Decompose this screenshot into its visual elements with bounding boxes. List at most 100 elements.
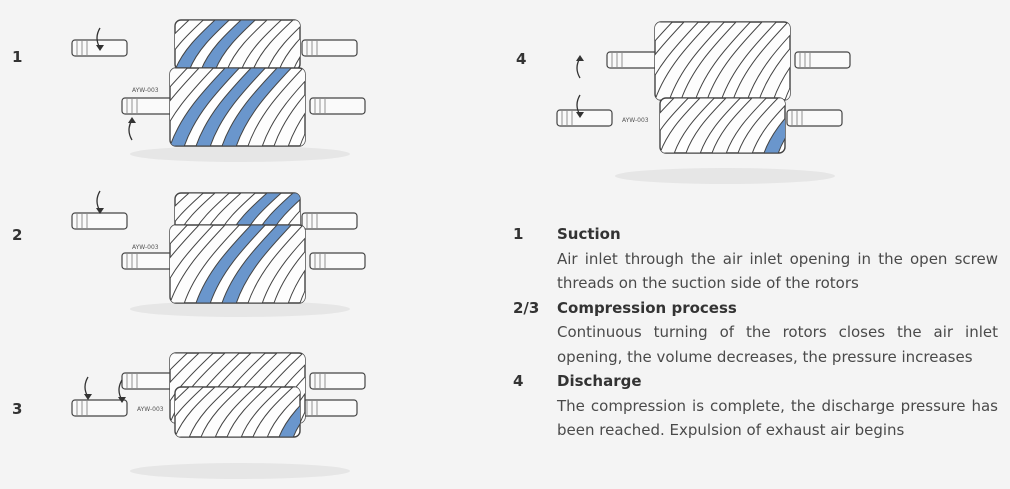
- rotor-lobe: [170, 225, 215, 303]
- rotor-diagram-stage-1: AYW-003: [71, 19, 370, 162]
- rotor-shaft: [71, 212, 128, 230]
- rotor-tag: AYW-003: [132, 87, 159, 94]
- rotor-diagram-stage-3: AYW-003: [71, 352, 370, 479]
- rotor-tag: AYW-003: [622, 117, 649, 124]
- stage-legend: 1 Suction Air inlet through the air inle…: [513, 222, 998, 443]
- screw-rotor: [659, 97, 855, 154]
- rotor-shaft: [301, 39, 358, 57]
- rotor-shaft: [301, 399, 358, 417]
- screw-rotor: [654, 21, 791, 101]
- legend-entry-compression: 2/3 Compression process Continuous turni…: [513, 296, 998, 370]
- rotor-lobe: [685, 98, 742, 153]
- air-chamber-lobe: [278, 387, 300, 437]
- rotor-shaft: [606, 51, 663, 69]
- rotor-lobe: [357, 387, 370, 437]
- air-chamber-lobe: [763, 98, 785, 153]
- legend-number: 2/3: [513, 298, 540, 317]
- rotor-shaft: [786, 109, 843, 127]
- rotor-lobe: [252, 387, 300, 437]
- rotor-lobe: [660, 98, 716, 153]
- rotor-lobe: [711, 98, 768, 153]
- rotor-lobe: [175, 387, 231, 437]
- air-chamber-lobe: [195, 68, 267, 146]
- rotor-shaft: [121, 252, 178, 270]
- rotor-lobe: [842, 98, 855, 153]
- legend-title: Compression process: [557, 298, 737, 317]
- air-chamber-lobe: [175, 20, 231, 70]
- arrowhead: [576, 112, 584, 118]
- rotor-lobe: [273, 68, 305, 146]
- rotor-lobe: [170, 225, 241, 303]
- legend-number: 1: [513, 225, 524, 243]
- screw-rotor: [174, 19, 370, 71]
- air-chamber-lobe: [195, 225, 267, 303]
- rotor-lobe: [252, 20, 300, 70]
- reflection-shadow: [130, 463, 350, 479]
- rotor-lobe: [175, 20, 205, 70]
- rotor-lobe: [273, 225, 305, 303]
- rotor-lobe: [278, 20, 300, 70]
- rotor-lobe: [226, 387, 283, 437]
- rotor-lobe: [175, 20, 179, 70]
- screw-rotor: [169, 224, 306, 304]
- air-chamber-lobe: [221, 225, 293, 303]
- screw-rotor: [174, 386, 370, 438]
- rotor-shaft: [309, 252, 366, 270]
- rotor-lobe: [660, 98, 664, 153]
- rotor-lobe: [737, 98, 785, 153]
- arrowhead: [84, 394, 92, 400]
- rotor-lobe: [170, 68, 215, 146]
- arrowhead: [118, 397, 126, 403]
- arrowhead: [96, 208, 104, 214]
- rotor-lobe: [655, 22, 700, 100]
- arrowhead: [576, 55, 584, 61]
- rotor-lobe: [660, 98, 690, 153]
- stage-4-number: 4: [516, 50, 527, 68]
- legend-title: Suction: [557, 225, 621, 243]
- air-chamber-lobe: [221, 68, 293, 146]
- arrowhead: [128, 117, 136, 123]
- screw-rotor: [169, 67, 306, 147]
- rotor-lobe: [175, 193, 205, 241]
- rotor-lobe: [706, 22, 778, 100]
- rotor-lobe: [758, 22, 790, 100]
- rotor-lobe: [357, 193, 370, 241]
- stage-2-number: 2: [12, 226, 23, 244]
- rotor-shaft: [301, 212, 358, 230]
- stage-1-number: 1: [12, 48, 23, 66]
- rotor-diagram-stage-2: AYW-003: [71, 190, 370, 317]
- rotor-tag: AYW-003: [132, 244, 159, 251]
- rotor-tag: AYW-003: [137, 406, 164, 413]
- rotor-shaft: [121, 372, 178, 390]
- rotor-shaft: [556, 109, 613, 127]
- rotor-lobe: [247, 68, 305, 146]
- legend-text: The compression is complete, the dischar…: [557, 396, 998, 440]
- rotor-diagram-stage-4: AYW-003: [556, 21, 855, 184]
- rotor-lobe: [680, 22, 752, 100]
- legend-entry-suction: 1 Suction Air inlet through the air inle…: [513, 222, 998, 296]
- rotor-lobe: [357, 20, 370, 70]
- rotor-shaft: [309, 372, 366, 390]
- rotor-lobe: [200, 387, 257, 437]
- reflection-shadow: [130, 146, 350, 162]
- rotor-shaft: [71, 399, 128, 417]
- rotor-shaft: [309, 97, 366, 115]
- legend-title: Discharge: [557, 372, 642, 390]
- rotor-lobe: [247, 225, 305, 303]
- legend-number: 4: [513, 372, 524, 390]
- rotor-lobe: [655, 22, 726, 100]
- legend-text: Continuous turning of the rotors closes …: [557, 323, 998, 366]
- rotor-shaft: [121, 97, 178, 115]
- arrowhead: [96, 45, 104, 51]
- reflection-shadow: [615, 168, 835, 184]
- stage-3-number: 3: [12, 400, 23, 418]
- rotor-lobe: [175, 387, 205, 437]
- legend-text: Air inlet through the air inlet opening …: [557, 249, 998, 293]
- rotor-shaft: [794, 51, 851, 69]
- rotor-lobe: [732, 22, 790, 100]
- air-chamber-lobe: [200, 20, 257, 70]
- rotor-lobe: [175, 193, 179, 241]
- reflection-shadow: [130, 301, 350, 317]
- legend-entry-discharge: 4 Discharge The compression is complete,…: [513, 369, 998, 443]
- air-chamber-lobe: [170, 68, 241, 146]
